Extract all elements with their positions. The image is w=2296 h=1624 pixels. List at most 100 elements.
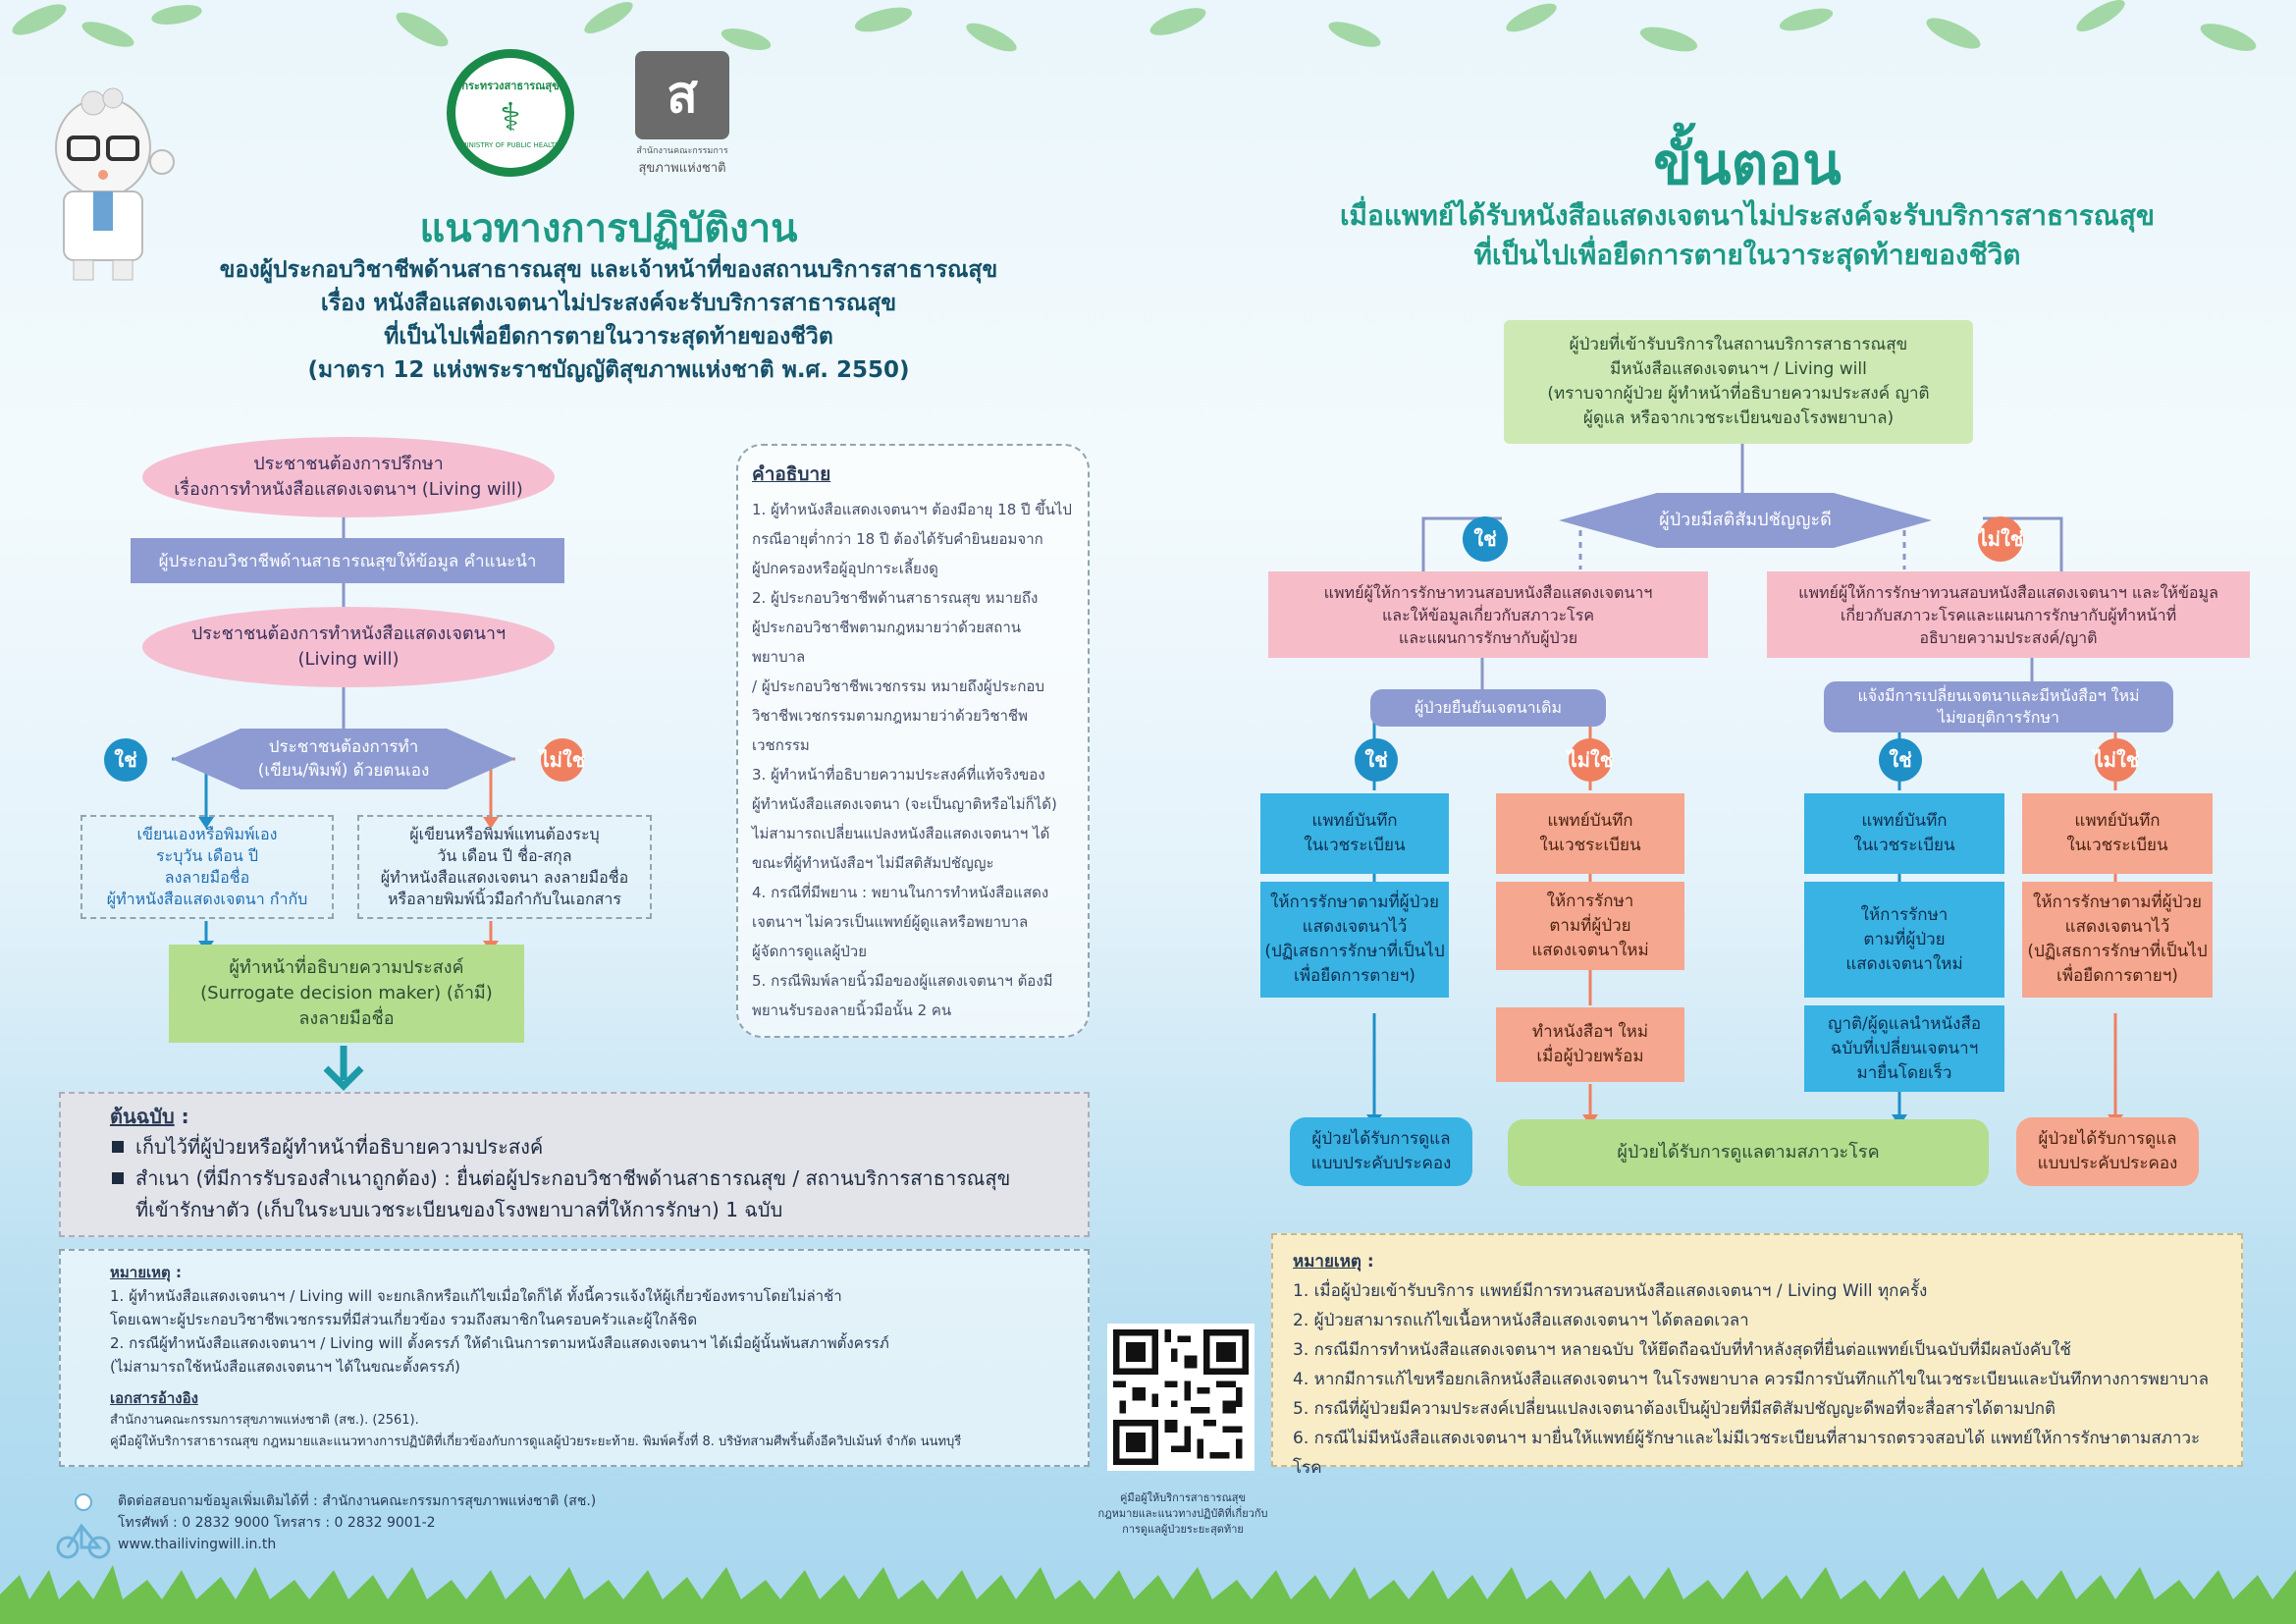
end-palliative-left-line: แบบประคับประคอง [1310, 1154, 1452, 1173]
col2-record-line: แพทย์บันทึก [1547, 811, 1633, 831]
definition-line: 3. ผู้ทำหน้าที่อธิบายความประสงค์ที่แท้จร… [752, 766, 1045, 784]
end-palliative-left: ผู้ป่วยได้รับการดูแลแบบประคับประคอง [1290, 1117, 1472, 1186]
decision-conscious-shape [1559, 493, 1932, 548]
col1-treat-box: ให้การรักษาตามที่ผู้ป่วย แสดงเจตนาไว้ (ป… [1260, 882, 1449, 998]
end-palliative-right-line: ผู้ป่วยได้รับการดูแล [2038, 1129, 2177, 1149]
changed-will-line1: แจ้งมีการเปลี่ยนเจตนาและมีหนังสือฯ ใหม่ [1857, 686, 2140, 705]
col1-record-line: แพทย์บันทึก [1311, 811, 1398, 831]
left-yes-badge: ใช่ [104, 738, 147, 782]
col3-treat-box: ให้การรักษา ตามที่ผู้ป่วย แสดงเจตนาใหม่ [1804, 882, 2004, 998]
col3-record-box: แพทย์บันทึกในเวชระเบียน [1804, 793, 2004, 874]
proxy-write-line: หรือลายพิมพ์นิ้วมือกำกับในเอกสาร [387, 890, 621, 908]
definition-line: ผู้จัดการดูแลผู้ป่วย [752, 943, 868, 960]
col3-submit-box: ญาติ/ผู้ดูแลนำหนังสือ ฉบับที่เปลี่ยนเจตน… [1804, 1005, 2004, 1092]
right-remarks-colon: : [1361, 1252, 1374, 1272]
left-subtitle-line: ของผู้ประกอบวิชาชีพด้านสาธารณสุข และเจ้า… [219, 257, 998, 283]
confirm-original-pill: ผู้ป่วยยืนยันเจตนาเดิม [1370, 689, 1606, 727]
doctor-mascot-icon [55, 87, 175, 281]
end-palliative-right-line: แบบประคับประคอง [2037, 1154, 2178, 1173]
right-subtitle-line1: เมื่อแพทย์ได้รับหนังสือแสดงเจตนาไม่ประสง… [1339, 199, 2156, 232]
col1-treat-line: เพื่อยืดการตายฯ) [1294, 966, 1415, 986]
nhco-logo: ส สำนักงานคณะกรรมการ สุขภาพแห่งชาติ [628, 51, 736, 179]
reference-line: สำนักงานคณะกรรมการสุขภาพแห่งชาติ (สช.). … [110, 1413, 419, 1428]
proxy-write-box: ผู้เขียนหรือพิมพ์แทนต้องระบุ วัน เดือน ป… [357, 815, 652, 919]
right-subtitle-line2: ที่เป็นไปเพื่อยืดการตายในวาระสุดท้ายของช… [1473, 239, 2021, 271]
decision-conscious-label: ผู้ป่วยมีสติสัมปชัญญะดี [1659, 510, 1832, 530]
definition-line: กรณีอายุต่ำกว่า 18 ปี ต้องได้รับคำยินยอม… [752, 530, 1043, 548]
original-copy-list: เก็บไว้ที่ผู้ป่วยหรือผู้ทำหน้าที่อธิบายค… [110, 1131, 1039, 1194]
col2-record-box: แพทย์บันทึกในเวชระเบียน [1496, 793, 1684, 874]
nhco-logo-text-2: สุขภาพแห่งชาติ [638, 161, 726, 176]
original-copy-box: ต้นฉบับ : เก็บไว้ที่ผู้ป่วยหรือผู้ทำหน้า… [59, 1092, 1090, 1237]
col4-record-box: แพทย์บันทึกในเวชระเบียน [2022, 793, 2213, 874]
left-remark-line: 1. ผู้ทำหนังสือแสดงเจตนาฯ / Living will … [110, 1287, 842, 1305]
end-palliative-left-line: ผู้ป่วยได้รับการดูแล [1311, 1129, 1451, 1149]
review-with-patient-line: และแผนการรักษากับผู้ป่วย [1398, 627, 1578, 647]
decision-self-write-line1: ประชาชนต้องการทำ [268, 737, 419, 757]
surrogate-line: ผู้ทำหน้าที่อธิบายความประสงค์ [229, 957, 464, 978]
patient-has-will-line: ผู้ดูแล หรือจากเวชระเบียนของโรงพยาบาล) [1582, 408, 1895, 428]
col1-treat-line: ให้การรักษาตามที่ผู้ป่วย [1270, 893, 1439, 912]
left-title: แนวทางการปฏิบัติงาน [419, 206, 798, 251]
col3-submit-line: มายื่นโดยเร็ว [1856, 1062, 1952, 1083]
left-remark-line: (ไม่สามารถใช้หนังสือแสดงเจตนาฯ ได้ในขณะต… [110, 1358, 460, 1376]
step-consult: ประชาชนต้องการปรึกษา เรื่องการทำหนังสือแ… [142, 437, 555, 517]
definition-line: 1. ผู้ทำหนังสือแสดงเจตนาฯ ต้องมีอายุ 18 … [752, 501, 1072, 518]
col2-no-badge: ไม่ใช่ [1568, 738, 1613, 782]
col3-submit-line: ญาติ/ผู้ดูแลนำหนังสือ [1827, 1013, 1982, 1034]
original-copy-item-cont: ที่เข้ารักษาตัว (เก็บในระบบเวชระเบียนของ… [135, 1198, 783, 1221]
moph-logo: กระทรวงสาธารณสุข ⚕ MINISTRY OF PUBLIC HE… [447, 49, 574, 177]
review-with-patient-line: และให้ข้อมูลเกี่ยวกับสภาวะโรค [1381, 605, 1595, 624]
original-copy-item: สำเนา (ที่มีการรับรองสำเนาถูกต้อง) : ยื่… [110, 1163, 1039, 1194]
qr-caption-line: กฎหมายและแนวทางปฏิบัติที่เกี่ยวกับ [1097, 1507, 1268, 1520]
qr-code-graphic [1113, 1329, 1249, 1465]
definitions-text: 1. ผู้ทำหนังสือแสดงเจตนาฯ ต้องมีอายุ 18 … [752, 495, 1074, 1025]
changed-will-line2: ไม่ขอยุติการรักษา [1938, 708, 2059, 727]
reference-heading: เอกสารอ้างอิง [110, 1389, 198, 1407]
right-subtitle: เมื่อแพทย์ได้รับหนังสือแสดงเจตนาไม่ประสง… [1256, 196, 2238, 275]
col1-treat-line: แสดงเจตนาไว้ [1302, 917, 1408, 937]
step-give-info: ผู้ประกอบวิชาชีพด้านสาธารณสุขให้ข้อมูล ค… [131, 538, 564, 583]
left-no-badge: ไม่ใช่ [540, 738, 585, 782]
right-no-badge: ไม่ใช่ [1978, 516, 2023, 562]
col2-new-will-line: เมื่อผู้ป่วยพร้อม [1536, 1047, 1644, 1066]
definition-line: พยานรับรองลายนิ้วมือนั้น 2 คน [752, 1001, 952, 1019]
qr-caption-line: การดูแลผู้ป่วยระยะสุดท้าย [1122, 1523, 1244, 1536]
proxy-write-line: ผู้เขียนหรือพิมพ์แทนต้องระบุ [409, 825, 600, 843]
col2-treat-line: ตามที่ผู้ป่วย [1549, 915, 1631, 936]
col1-record-line: ในเวชระเบียน [1304, 836, 1406, 855]
right-title: ขั้นตอน [1653, 131, 1842, 197]
left-remarks-heading: หมายเหตุ [110, 1264, 171, 1281]
col1-treat-line: (ปฏิเสธการรักษาที่เป็นไป [1264, 942, 1445, 961]
decision-conscious: ผู้ป่วยมีสติสัมปชัญญะดี [1559, 493, 1932, 548]
original-copy-colon: : [174, 1105, 189, 1128]
original-copy-item: เก็บไว้ที่ผู้ป่วยหรือผู้ทำหน้าที่อธิบายค… [110, 1131, 1039, 1163]
col4-record-line: ในเวชระเบียน [2066, 836, 2168, 855]
review-with-patient-box: แพทย์ผู้ให้การรักษาทวนสอบหนังสือแสดงเจตน… [1268, 571, 1708, 658]
review-with-patient-line: แพทย์ผู้ให้การรักษาทวนสอบหนังสือแสดงเจตน… [1323, 582, 1653, 602]
self-write-line: ลงลายมือชื่อ [164, 868, 250, 887]
left-subtitle-line: (มาตรา 12 แห่งพระราชบัญญัติสุขภาพแห่งชาต… [307, 357, 910, 383]
definition-line: / ผู้ประกอบวิชาชีพเวชกรรม หมายถึงผู้ประก… [752, 677, 1044, 695]
left-subtitle-line: เรื่อง หนังสือแสดงเจตนาไม่ประสงค์จะรับบร… [320, 291, 897, 316]
definition-line: ผู้ประกอบวิชาชีพตามกฎหมายว่าด้วยสถานพยาบ… [752, 619, 1022, 666]
col1-record-box: แพทย์บันทึกในเวชระเบียน [1260, 793, 1449, 874]
definition-line: วิชาชีพเวชกรรมตามกฎหมายว่าด้วยวิชาชีพเวช… [752, 707, 1028, 754]
left-remark-line: โดยเฉพาะผู้ประกอบวิชาชีพเวชกรรมที่มีส่วน… [110, 1311, 698, 1328]
col3-treat-line: ตามที่ผู้ป่วย [1863, 929, 1946, 949]
definition-line: เจตนาฯ ไม่ควรเป็นแพทย์ผู้ดูแลหรือพยาบาล [752, 913, 1029, 931]
qr-code[interactable] [1107, 1324, 1255, 1471]
col4-treat-line: ให้การรักษาตามที่ผู้ป่วย [2033, 893, 2202, 912]
right-remark-line: 4. หากมีการแก้ไขหรือยกเลิกหนังสือแสดงเจต… [1293, 1370, 2209, 1389]
decision-diamond-shape [172, 729, 515, 789]
step-make-will-line2: (Living will) [297, 649, 400, 670]
review-with-surrogate-line: แพทย์ผู้ให้การรักษาทวนสอบหนังสือแสดงเจตน… [1798, 582, 2218, 602]
grass-decoration [0, 1565, 2296, 1624]
step-consult-line2: เรื่องการทำหนังสือแสดงเจตนาฯ (Living wil… [174, 479, 523, 500]
definition-line: 5. กรณีพิมพ์ลายนิ้วมือของผู้แสดงเจตนาฯ ต… [752, 972, 1053, 990]
surrogate-line: (Surrogate decision maker) (ถ้ามี) [200, 983, 493, 1003]
website-link[interactable]: www.thailivingwill.in.th [118, 1537, 277, 1552]
col3-treat-line: แสดงเจตนาใหม่ [1845, 953, 1963, 974]
right-remark-line: 5. กรณีที่ผู้ป่วยมีความประสงค์เปลี่ยนแปล… [1293, 1399, 2056, 1419]
definitions-box: คำอธิบาย 1. ผู้ทำหนังสือแสดงเจตนาฯ ต้องม… [736, 444, 1090, 1038]
